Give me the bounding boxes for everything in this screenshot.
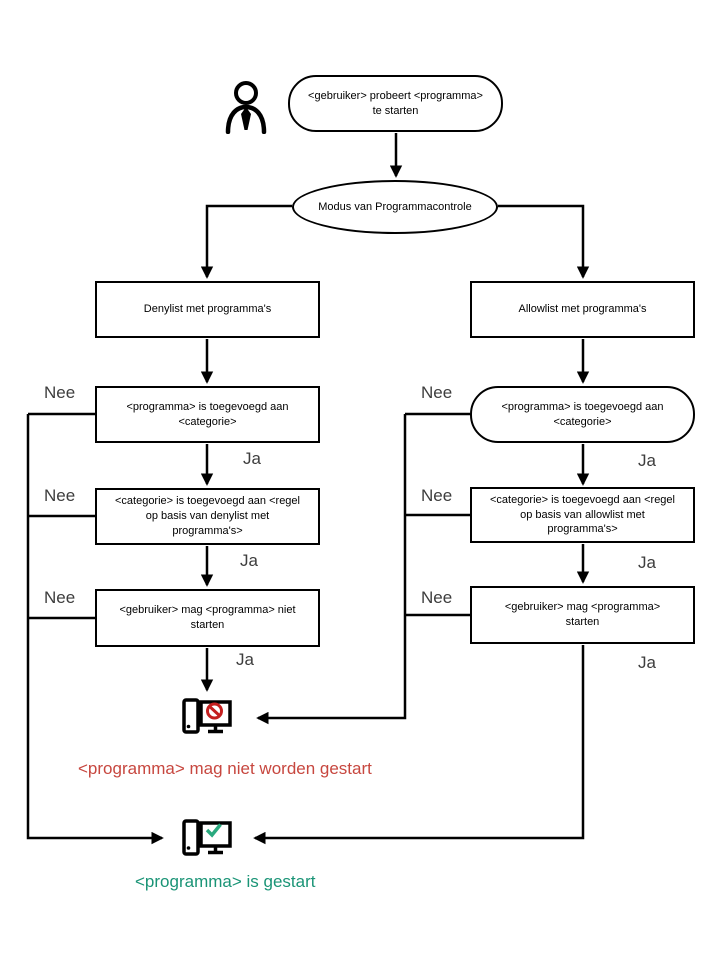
computer-blocked-icon xyxy=(181,696,233,740)
node-allow-step3: <gebruiker> mag <programma> starten xyxy=(470,586,695,644)
node-allowlist-branch: Allowlist met programma's xyxy=(470,281,695,338)
edge-label-ja-allow-1: Ja xyxy=(638,451,656,470)
node-start: <gebruiker> probeert <programma> te star… xyxy=(288,75,503,132)
node-deny-step1: <programma> is toegevoegd aan <categorie… xyxy=(95,386,320,443)
result-started-text: <programma> is gestart xyxy=(135,872,316,891)
computer-started-icon xyxy=(181,816,233,862)
edge-label-nee-allow-3: Nee xyxy=(421,588,453,607)
node-mode: Modus van Programmacontrole xyxy=(292,180,498,234)
edge-label-ja-deny-3: Ja xyxy=(236,650,254,669)
node-deny-step2: <categorie> is toegevoegd aan <regel op … xyxy=(95,488,320,545)
edge-label-ja-allow-3: Ja xyxy=(638,653,656,672)
node-denylist-branch: Denylist met programma's xyxy=(95,281,320,338)
edge-label-nee-deny-1: Nee xyxy=(44,383,76,402)
node-deny-step3: <gebruiker> mag <programma> niet starten xyxy=(95,589,320,647)
edge-allow-no-rail-to-blocked xyxy=(256,414,407,725)
edge-label-ja-allow-2: Ja xyxy=(638,553,656,572)
edge-label-ja-deny-2: Ja xyxy=(240,551,258,570)
node-allow-step1: <programma> is toegevoegd aan <categorie… xyxy=(470,386,695,443)
node-allow-step2: <categorie> is toegevoegd aan <regel op … xyxy=(470,487,695,543)
result-blocked-text: <programma> mag niet worden gestart xyxy=(78,759,372,778)
edge-mode-to-allowlist xyxy=(498,204,590,279)
edge-label-nee-deny-3: Nee xyxy=(44,588,76,607)
edge-label-nee-allow-2: Nee xyxy=(421,486,453,505)
edge-label-nee-deny-2: Nee xyxy=(44,486,76,505)
user-icon xyxy=(224,80,268,134)
edge-label-ja-deny-1: Ja xyxy=(243,449,261,468)
edge-label-nee-allow-1: Nee xyxy=(421,383,453,402)
edge-allow-yes-to-started xyxy=(253,645,585,845)
edge-deny-no-rail-to-started xyxy=(26,414,164,845)
edge-mode-to-denylist xyxy=(200,204,292,279)
